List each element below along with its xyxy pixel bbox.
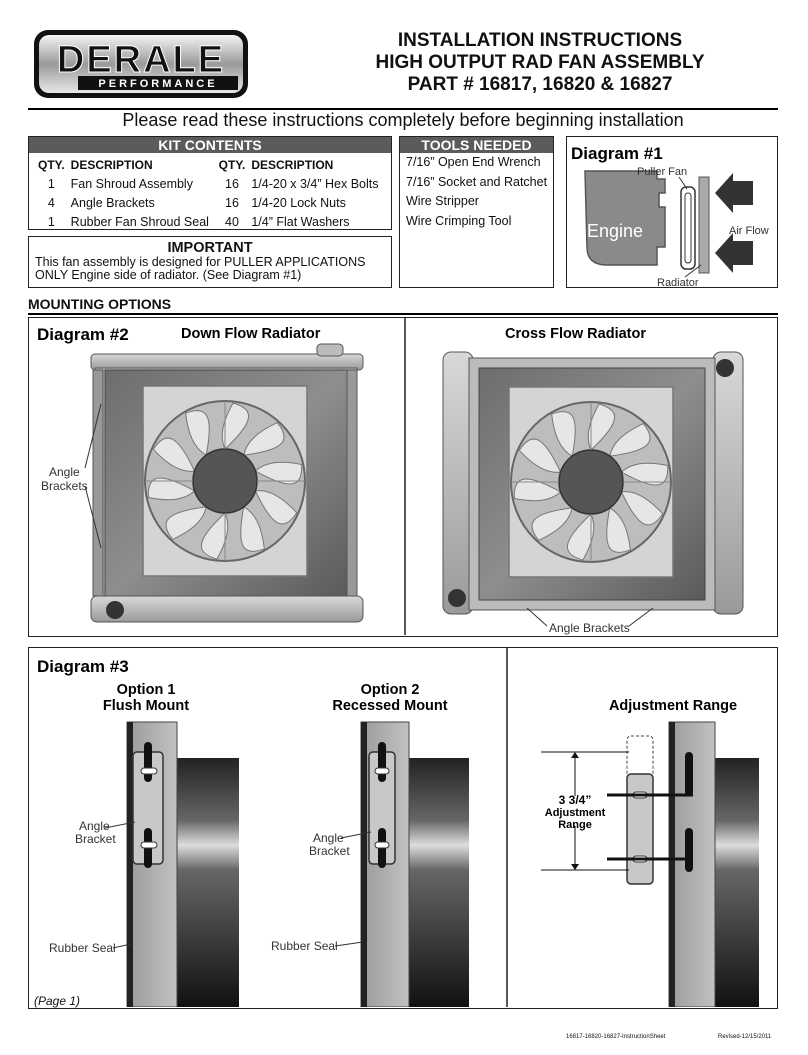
diagram-1-illustration: Diagram #1 Engine Puller Fan Air Flow Ra…	[571, 144, 769, 289]
diagram-2-illustration: Diagram #2 Down Flow Radiator Cross Flow…	[37, 318, 744, 635]
puller-fan-label: Puller Fan	[637, 166, 687, 178]
diagram-1-box: Diagram #1 Engine Puller Fan Air Flow Ra…	[566, 136, 778, 289]
diagram-2-box: Diagram #2 Down Flow Radiator Cross Flow…	[28, 317, 778, 637]
page-number: (Page 1)	[34, 994, 81, 1008]
table-row: 1 Rubber Fan Shroud Seal 40 1/4” Flat Wa…	[35, 212, 382, 231]
revision-date: Revised-12/15/2011	[718, 1034, 772, 1040]
logo-main-text: DERALE	[57, 39, 225, 81]
derale-performance-logo: DERALE PERFORMANCE	[34, 30, 248, 98]
important-title: IMPORTANT	[167, 240, 253, 256]
range-word-2: Range	[558, 819, 592, 831]
list-item: Wire Crimping Tool	[406, 213, 512, 228]
read-instructions-notice: Please read these instructions completel…	[122, 110, 684, 130]
diagram-3-illustration: Diagram #3 Option 1 Flush Mount Option 2…	[37, 648, 759, 1008]
recessed-mount-label: Recessed Mount	[332, 698, 447, 714]
down-flow-radiator-drawing	[90, 343, 364, 623]
cross-flow-radiator-label: Cross Flow Radiator	[505, 326, 646, 342]
kit-table-header: QTY. DESCRIPTION QTY. DESCRIPTION	[35, 155, 382, 174]
important-text-line-2: ONLY Engine side of radiator. (See Diagr…	[35, 268, 302, 282]
list-item: 7/16” Open End Wrench	[406, 155, 541, 169]
qty-cell: 16	[225, 195, 239, 210]
tools-needed-box: TOOLS NEEDED 7/16” Open End Wrench 7/16”…	[399, 136, 554, 288]
important-text-line-1: This fan assembly is designed for PULLER…	[35, 255, 366, 269]
adjustment-range-drawing	[541, 721, 759, 1008]
cross-flow-radiator-drawing	[442, 351, 744, 615]
header-divider	[28, 108, 778, 110]
kit-contents-box: KIT CONTENTS QTY. DESCRIPTION QTY. DESCR…	[28, 136, 392, 230]
flush-mount-drawing	[126, 721, 239, 1008]
angle-label: Angle	[49, 465, 80, 479]
qty-cell: 4	[47, 195, 55, 210]
radiator-shape	[698, 176, 710, 274]
title-line-2: HIGH OUTPUT RAD FAN ASSEMBLY	[375, 52, 705, 73]
puller-fan-shape	[680, 186, 696, 270]
kit-contents-title: KIT CONTENTS	[29, 137, 391, 153]
adjustment-range-title: Adjustment Range	[609, 698, 737, 714]
qty-cell: 16	[225, 176, 239, 191]
engine-shape	[584, 170, 666, 266]
air-flow-label: Air Flow	[729, 225, 769, 237]
description-cell: Angle Brackets	[70, 195, 155, 210]
description-cell: Rubber Fan Shroud Seal	[70, 214, 209, 229]
title-line-1: INSTALLATION INSTRUCTIONS	[397, 30, 683, 51]
rubber-seal-label: Rubber Seal	[271, 939, 338, 953]
kit-contents-table: QTY. DESCRIPTION QTY. DESCRIPTION 1 Fan …	[35, 155, 382, 231]
bracket-label: Bracket	[309, 844, 350, 858]
description-cell: 1/4” Flat Washers	[251, 214, 350, 229]
diagram-3-box: Diagram #3 Option 1 Flush Mount Option 2…	[28, 647, 778, 1009]
mounting-divider	[28, 313, 778, 315]
engine-label: Engine	[587, 221, 643, 241]
document-title: INSTALLATION INSTRUCTIONS HIGH OUTPUT RA…	[290, 30, 790, 96]
col-description: DESCRIPTION	[251, 157, 334, 172]
qty-cell: 1	[47, 176, 55, 191]
table-row: 4 Angle Brackets 16 1/4-20 Lock Nuts	[35, 193, 382, 212]
col-qty: QTY.	[38, 157, 65, 172]
option-2-label: Option 2	[361, 682, 420, 698]
angle-label: Angle	[313, 831, 344, 845]
down-flow-radiator-label: Down Flow Radiator	[181, 326, 321, 342]
mounting-options-heading: MOUNTING OPTIONS	[28, 296, 172, 312]
document-id: 16817-16820-16827-InstructionSheet	[566, 1034, 666, 1040]
air-flow-arrow-icon	[715, 233, 753, 273]
rubber-seal-label: Rubber Seal	[49, 941, 116, 955]
tools-needed-title: TOOLS NEEDED	[400, 137, 553, 153]
air-flow-arrow-icon	[715, 173, 753, 213]
description-cell: Fan Shroud Assembly	[70, 176, 193, 191]
range-word-1: Adjustment	[545, 807, 606, 819]
range-value-label: 3 3/4”	[559, 793, 592, 807]
col-description: DESCRIPTION	[70, 157, 153, 172]
angle-brackets-label: Angle Brackets	[549, 621, 630, 635]
description-cell: 1/4-20 x 3/4” Hex Bolts	[251, 176, 379, 191]
flush-mount-label: Flush Mount	[103, 698, 189, 714]
option-1-label: Option 1	[117, 682, 176, 698]
important-notice-box: IMPORTANT This fan assembly is designed …	[28, 236, 392, 288]
list-item: 7/16” Socket and Ratchet	[406, 174, 548, 189]
table-row: 1 Fan Shroud Assembly 16 1/4-20 x 3/4” H…	[35, 174, 382, 193]
qty-cell: 1	[47, 214, 55, 229]
bracket-label: Bracket	[75, 832, 116, 846]
tools-list: 7/16” Open End Wrench 7/16” Socket and R…	[406, 155, 553, 233]
brackets-label: Brackets	[41, 479, 88, 493]
list-item: Wire Stripper	[406, 194, 479, 208]
qty-cell: 40	[225, 214, 239, 229]
logo-sub-text: PERFORMANCE	[98, 78, 217, 90]
description-cell: 1/4-20 Lock Nuts	[251, 195, 346, 210]
diagram-3-title: Diagram #3	[37, 657, 129, 676]
diagram-2-title: Diagram #2	[37, 325, 129, 344]
recessed-mount-drawing	[360, 721, 469, 1008]
angle-label: Angle	[79, 819, 110, 833]
radiator-label: Radiator	[657, 277, 699, 286]
title-line-3: PART # 16817, 16820 & 16827	[407, 74, 673, 95]
col-qty: QTY.	[218, 157, 246, 172]
diagram-1-title: Diagram #1	[571, 144, 663, 163]
